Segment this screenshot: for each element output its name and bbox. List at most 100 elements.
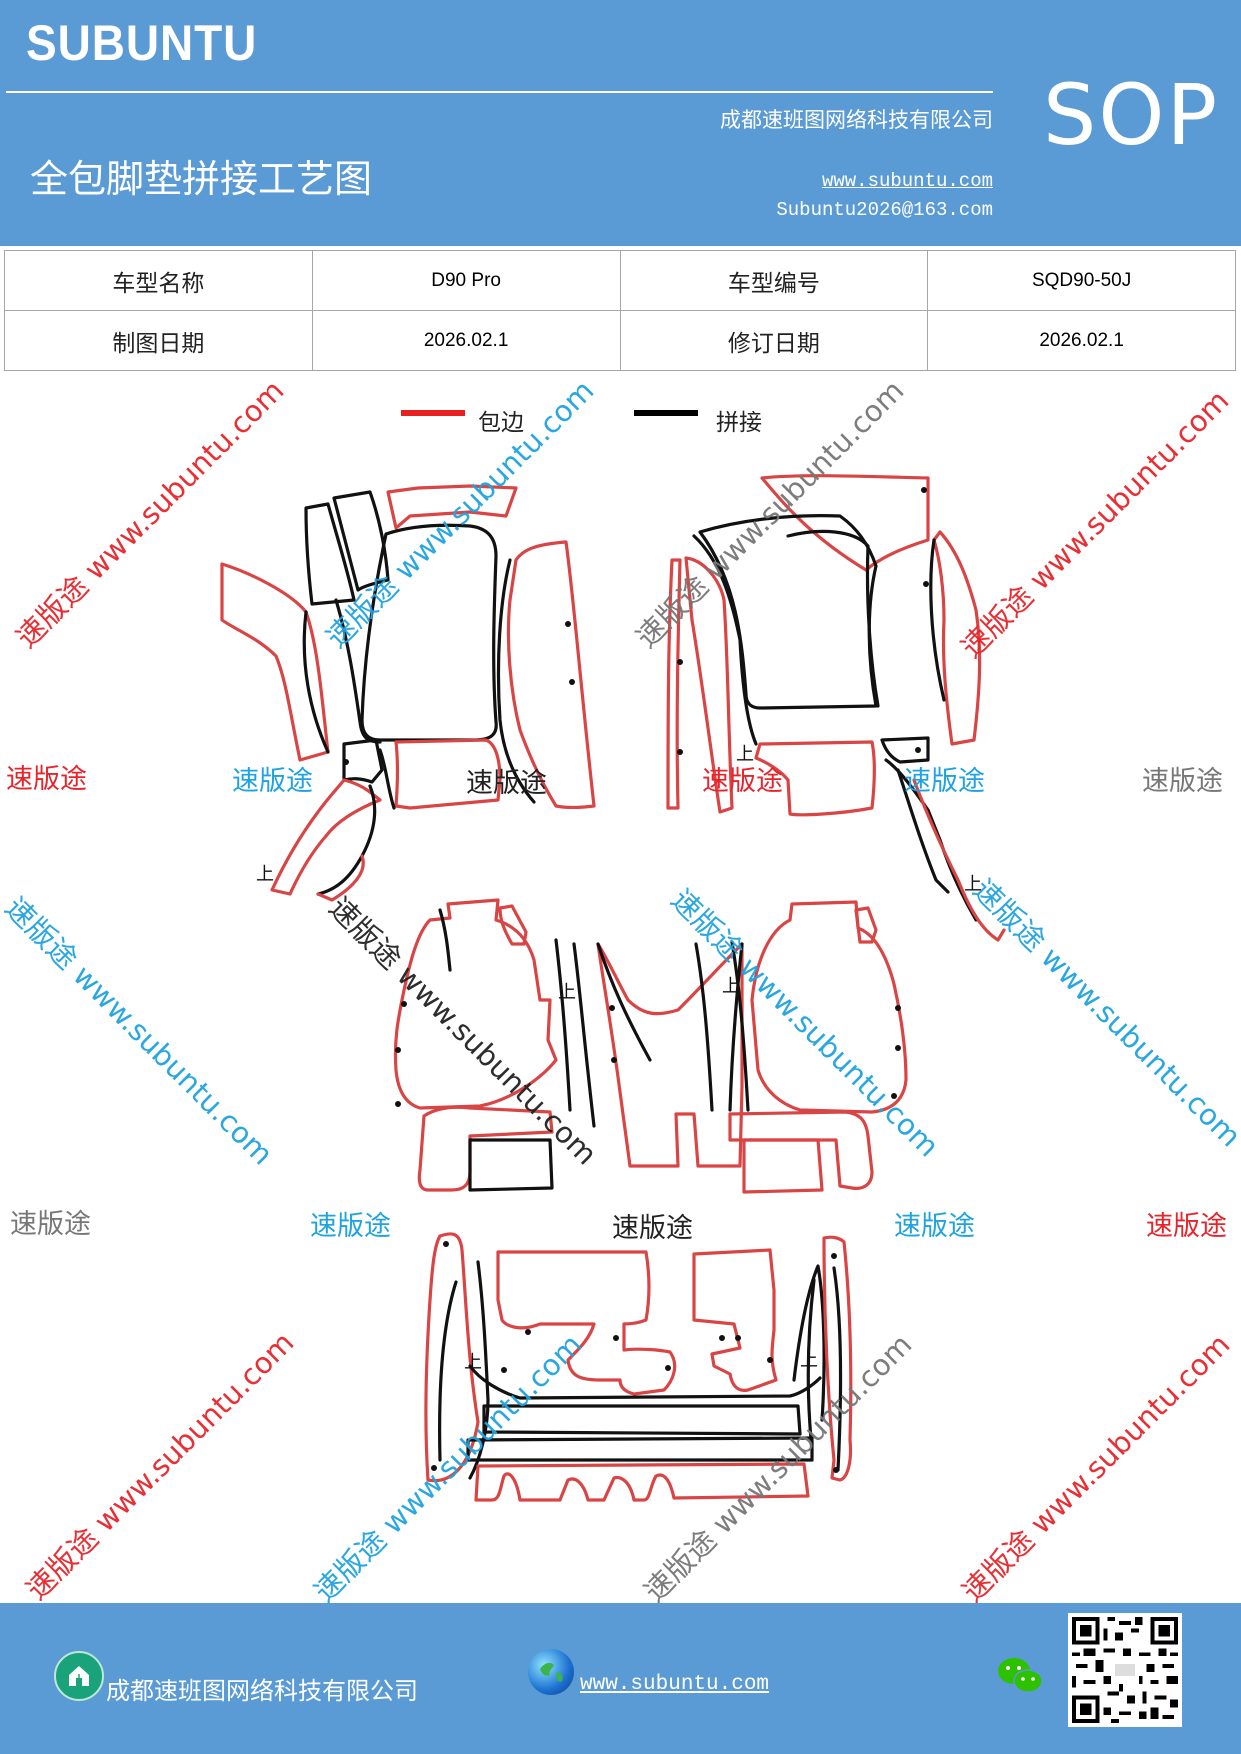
watermark: 速版途 [6, 764, 87, 795]
sop-badge: SOP [1043, 66, 1220, 164]
front-left-mat-group [220, 484, 596, 902]
marker-dot [895, 1005, 901, 1011]
marker-dot [569, 679, 575, 685]
mat-piece [302, 610, 330, 754]
mat-piece [596, 942, 744, 1168]
marker-dot [395, 1047, 401, 1053]
mat-piece [417, 1105, 554, 1192]
marker-dot [767, 1357, 773, 1363]
table-row: 车型名称 D90 Pro 车型编号 SQD90-50J [4, 250, 1236, 311]
header-website-link[interactable]: www.subuntu.com [821, 170, 993, 192]
mat-piece [496, 1250, 677, 1396]
mat-piece [496, 558, 536, 804]
header-divider [6, 91, 993, 93]
mat-piece [506, 540, 596, 810]
mat-piece [498, 904, 528, 946]
marker-dot [831, 1253, 837, 1259]
marker-dot [895, 1045, 901, 1051]
up-marker: 上 [256, 864, 274, 885]
mat-piece [572, 942, 596, 1128]
mat-piece [730, 940, 750, 1112]
watermark: 速版途 [1146, 1211, 1227, 1242]
marker-dot [611, 1057, 617, 1063]
footer-company: 成都速班图网络科技有限公司 [106, 1677, 418, 1705]
mat-piece [424, 1232, 480, 1483]
mat-piece [854, 906, 878, 944]
marker-dot [613, 1335, 619, 1341]
wechat-icon[interactable] [996, 1655, 1044, 1697]
mat-piece [742, 1138, 824, 1194]
mat-piece [468, 1260, 490, 1480]
mat-piece [929, 538, 946, 702]
watermark: 速版途 [894, 1211, 975, 1242]
watermark: 速版途 [232, 766, 313, 797]
marker-dot [431, 1465, 437, 1471]
marker-dot [921, 487, 927, 493]
mat-piece [482, 1404, 802, 1436]
placement-dots [343, 487, 929, 1473]
label-model-name: 车型名称 [4, 250, 313, 311]
mat-piece [596, 942, 652, 1062]
mat-piece [750, 900, 908, 1114]
mat-piece [692, 534, 758, 746]
marker-dot [565, 621, 571, 627]
watermark: 速版途 [310, 1211, 391, 1242]
watermark: 速版途 [904, 766, 985, 797]
watermark: 速版途 [10, 1209, 91, 1240]
mat-piece [792, 1264, 826, 1422]
legend-swatch-seam [634, 410, 698, 416]
label-model-code: 车型编号 [619, 250, 929, 311]
mat-piece [342, 738, 384, 784]
mat-piece [880, 736, 930, 764]
mat-piece [438, 908, 452, 972]
mat-piece [666, 558, 682, 810]
marker-dot [401, 1001, 407, 1007]
mat-piece [822, 1235, 853, 1482]
qr-code [1068, 1613, 1182, 1727]
floor-mat-diagram: 上 上 上 上 上 上 上 [220, 474, 1006, 1502]
watermark: 速版途 [466, 768, 547, 799]
mat-piece [378, 748, 396, 810]
mat-piece [554, 938, 572, 1112]
value-model-code: SQD90-50J [927, 250, 1236, 311]
marker-dot [923, 581, 929, 587]
legend-label-edge: 包边 [478, 410, 524, 436]
marker-dot [891, 1093, 897, 1099]
marker-dot [443, 1241, 449, 1247]
mat-piece [728, 942, 744, 1112]
mat-piece [386, 484, 518, 530]
mat-piece [692, 1248, 778, 1392]
marker-dot [915, 747, 921, 753]
document-title: 全包脚垫拼接工艺图 [30, 157, 373, 201]
marker-dot [665, 1365, 671, 1371]
second-row-mat-group [393, 898, 908, 1194]
mat-piece [438, 1280, 458, 1462]
footer-website-link[interactable]: www.subuntu.com [580, 1673, 770, 1696]
globe-icon [528, 1649, 574, 1695]
up-marker: 上 [800, 1350, 818, 1371]
mat-piece [760, 474, 930, 572]
mat-piece [304, 502, 356, 606]
legend-label-seam: 拼接 [716, 410, 762, 436]
mat-piece [468, 1364, 822, 1400]
page-footer: 成都速班图网络科技有限公司 www.subuntu.com [0, 1603, 1241, 1754]
marker-dot [343, 759, 349, 765]
mat-piece [466, 1436, 814, 1462]
up-marker: 上 [736, 744, 754, 765]
mat-piece [728, 1110, 874, 1190]
header-email[interactable]: Subuntu2026@163.com [776, 199, 993, 221]
marker-dot [395, 1101, 401, 1107]
value-revision-date: 2026.02.1 [927, 310, 1236, 371]
watermark: 速版途 [612, 1213, 693, 1244]
mat-piece [468, 1138, 554, 1192]
mat-piece [316, 854, 365, 902]
marker-dot [609, 1005, 615, 1011]
marker-dot [677, 749, 683, 755]
up-marker: 上 [964, 874, 982, 895]
mat-piece [754, 740, 876, 817]
front-right-mat-group [666, 474, 1006, 942]
mat-piece [932, 530, 982, 746]
mat-piece [806, 1278, 816, 1452]
value-model-name: D90 Pro [311, 250, 621, 311]
mat-piece [332, 490, 390, 592]
